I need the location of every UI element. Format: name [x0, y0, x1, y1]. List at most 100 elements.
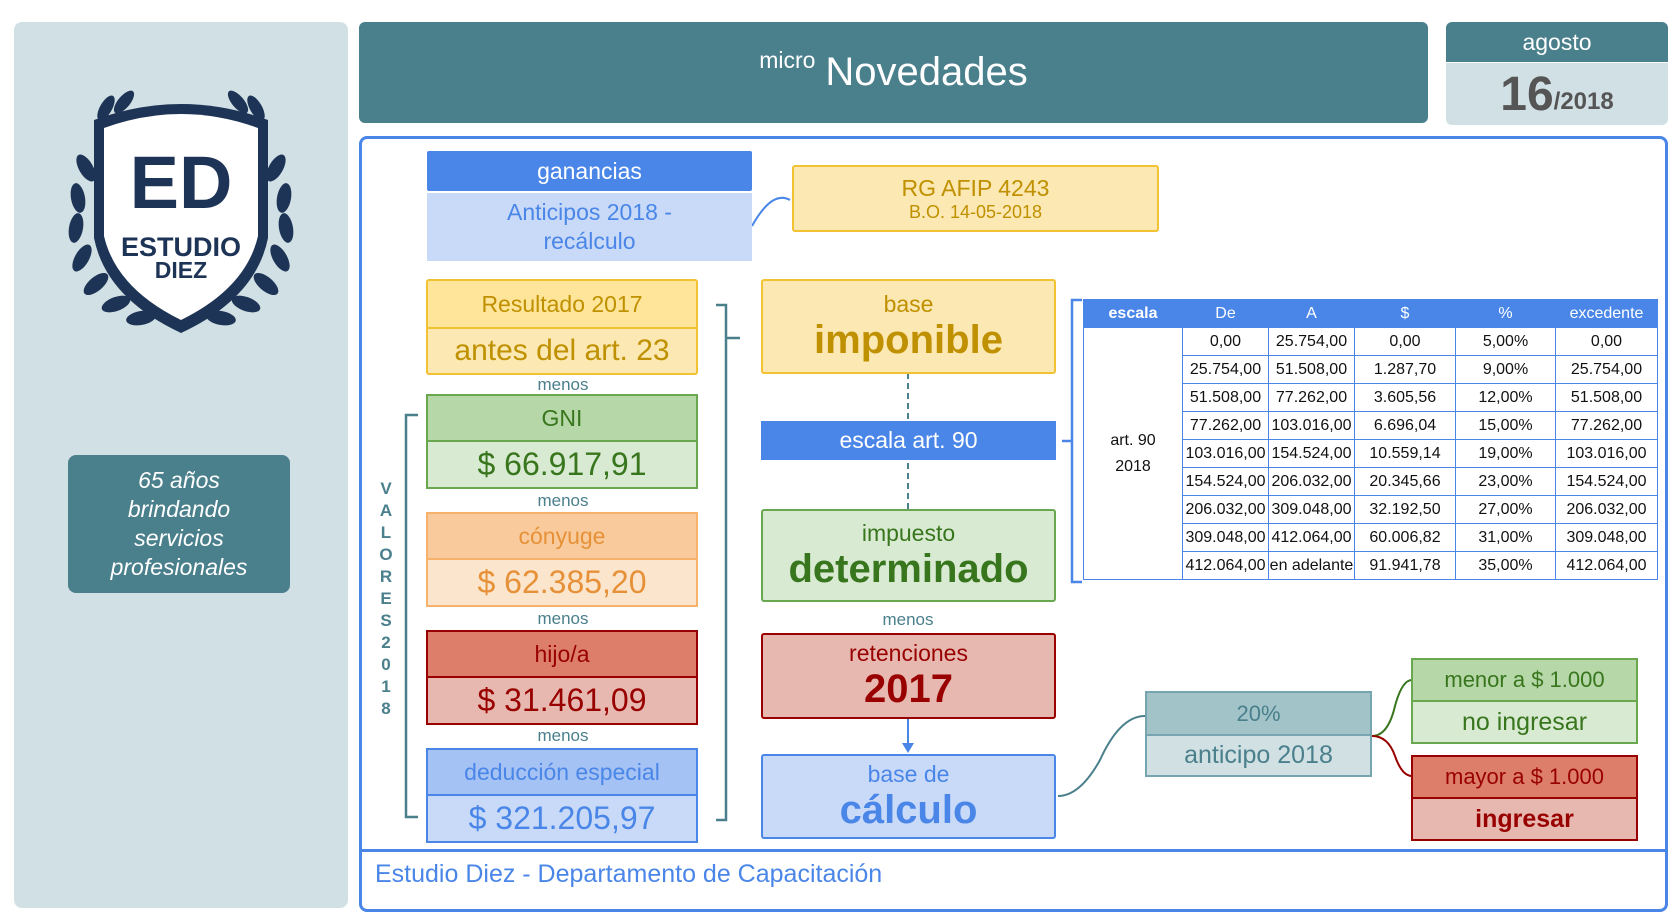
- table-cell: 31,00%: [1455, 523, 1556, 552]
- table-cell: 412.064,00: [1268, 523, 1355, 552]
- table-cell: 35,00%: [1455, 551, 1556, 580]
- base-imponible-bottom: imponible: [814, 317, 1003, 362]
- footer-divider: [362, 849, 1665, 852]
- table-cell: 206.032,00: [1555, 495, 1658, 524]
- table-cell: 77.262,00: [1555, 411, 1658, 440]
- header-micro: micro: [759, 47, 816, 73]
- table-cell: 20.345,66: [1354, 467, 1456, 496]
- table-cell: 103.016,00: [1182, 439, 1269, 468]
- mayor-bottom: ingresar: [1411, 799, 1638, 841]
- anticipo-bottom: anticipo 2018: [1145, 736, 1372, 777]
- tagline-box: 65 años brindando servicios profesionale…: [68, 455, 290, 593]
- date-box: 16 /2018: [1446, 63, 1668, 125]
- base-calculo-box: base de cálculo: [761, 754, 1056, 839]
- table-cell: 309.048,00: [1182, 523, 1269, 552]
- table-cell: 9,00%: [1455, 355, 1556, 384]
- row-group-label-line1: art. 90: [1110, 431, 1156, 449]
- topic-title-line1: Anticipos 2018 -: [507, 199, 672, 225]
- logo-monogram: ED: [130, 141, 233, 224]
- table-cell: 12,00%: [1455, 383, 1556, 412]
- menos-label: menos: [537, 726, 589, 745]
- table-cell: 77.262,00: [1182, 411, 1269, 440]
- table-cell: 309.048,00: [1268, 495, 1355, 524]
- page-title: Novedades: [825, 50, 1028, 94]
- col-header: A: [1268, 299, 1355, 328]
- col-header: $: [1354, 299, 1456, 328]
- table-cell: 25.754,00: [1182, 355, 1269, 384]
- table-cell: 103.016,00: [1555, 439, 1658, 468]
- impuesto-box: impuesto determinado: [761, 509, 1056, 602]
- tagline-line: 65 años: [138, 467, 220, 493]
- table-cell: 19,00%: [1455, 439, 1556, 468]
- table-cell: 51.508,00: [1268, 355, 1355, 384]
- base-imponible-top: base: [883, 290, 934, 317]
- table-cell: 154.524,00: [1268, 439, 1355, 468]
- impuesto-bottom: determinado: [788, 546, 1029, 591]
- table-cell: 412.064,00: [1182, 551, 1269, 580]
- table-cell: 10.559,14: [1354, 439, 1456, 468]
- resultado-top: Resultado 2017: [426, 279, 698, 329]
- table-cell: 309.048,00: [1555, 523, 1658, 552]
- table-cell: 60.006,82: [1354, 523, 1456, 552]
- conyuge-value: $ 62.385,20: [426, 560, 698, 607]
- logo-line2: DIEZ: [155, 257, 207, 283]
- table-cell: 32.192,50: [1354, 495, 1456, 524]
- tagline-line: profesionales: [110, 554, 248, 580]
- table-cell: 77.262,00: [1268, 383, 1355, 412]
- table-cell: 154.524,00: [1182, 467, 1269, 496]
- header-banner: micro Novedades: [359, 22, 1428, 123]
- date-day: 16: [1500, 67, 1554, 121]
- menos-label: menos: [537, 491, 589, 510]
- table-cell: 51.508,00: [1182, 383, 1269, 412]
- menos-label: menos: [537, 375, 589, 394]
- topic-category: ganancias: [427, 151, 752, 191]
- table-cell: 1.287,70: [1354, 355, 1456, 384]
- table-cell: 206.032,00: [1182, 495, 1269, 524]
- rg-subtitle: B.O. 14-05-2018: [908, 201, 1043, 222]
- tagline-line: brindando: [127, 496, 231, 522]
- impuesto-top: impuesto: [861, 519, 956, 546]
- table-cell: 103.016,00: [1268, 411, 1355, 440]
- conyuge-label: cónyuge: [426, 512, 698, 560]
- rg-box: RG AFIP 4243 B.O. 14-05-2018: [792, 165, 1159, 232]
- mayor-top: mayor a $ 1.000: [1411, 755, 1638, 799]
- table-cell: en adelante: [1268, 551, 1355, 580]
- base-calculo-bottom: cálculo: [839, 787, 978, 832]
- table-cell: 25.754,00: [1268, 327, 1355, 356]
- base-imponible-box: base imponible: [761, 279, 1056, 374]
- table-cell: 6.696,04: [1354, 411, 1456, 440]
- table-cell: 27,00%: [1455, 495, 1556, 524]
- table-cell: 0,00: [1354, 327, 1456, 356]
- deduccion-value: $ 321.205,97: [426, 796, 698, 843]
- table-cell: 25.754,00: [1555, 355, 1658, 384]
- resultado-bottom: antes del art. 23: [426, 329, 698, 375]
- table-cell: 51.508,00: [1555, 383, 1658, 412]
- table-cell: 0,00: [1182, 327, 1269, 356]
- escala-art90-box: escala art. 90: [761, 421, 1056, 460]
- table-cell: 206.032,00: [1268, 467, 1355, 496]
- rg-title: RG AFIP 4243: [901, 174, 1050, 201]
- gni-label: GNI: [426, 394, 698, 442]
- anticipo-top: 20%: [1145, 691, 1372, 736]
- col-header: %: [1455, 299, 1556, 328]
- deduccion-label: deducción especial: [426, 748, 698, 796]
- retenciones-top: retenciones: [849, 640, 968, 666]
- main-panel: [359, 136, 1668, 912]
- date-year: /2018: [1553, 88, 1614, 115]
- hijo-label: hijo/a: [426, 630, 698, 678]
- col-header: De: [1182, 299, 1269, 328]
- table-cell: 0,00: [1555, 327, 1658, 356]
- menor-top: menor a $ 1.000: [1411, 658, 1638, 702]
- topic-title: Anticipos 2018 - recálculo: [427, 193, 752, 261]
- logo-line1: ESTUDIO: [121, 232, 241, 262]
- menos-label: menos: [537, 609, 589, 628]
- row-group-label-line2: 2018: [1115, 457, 1151, 475]
- menor-bottom: no ingresar: [1411, 702, 1638, 744]
